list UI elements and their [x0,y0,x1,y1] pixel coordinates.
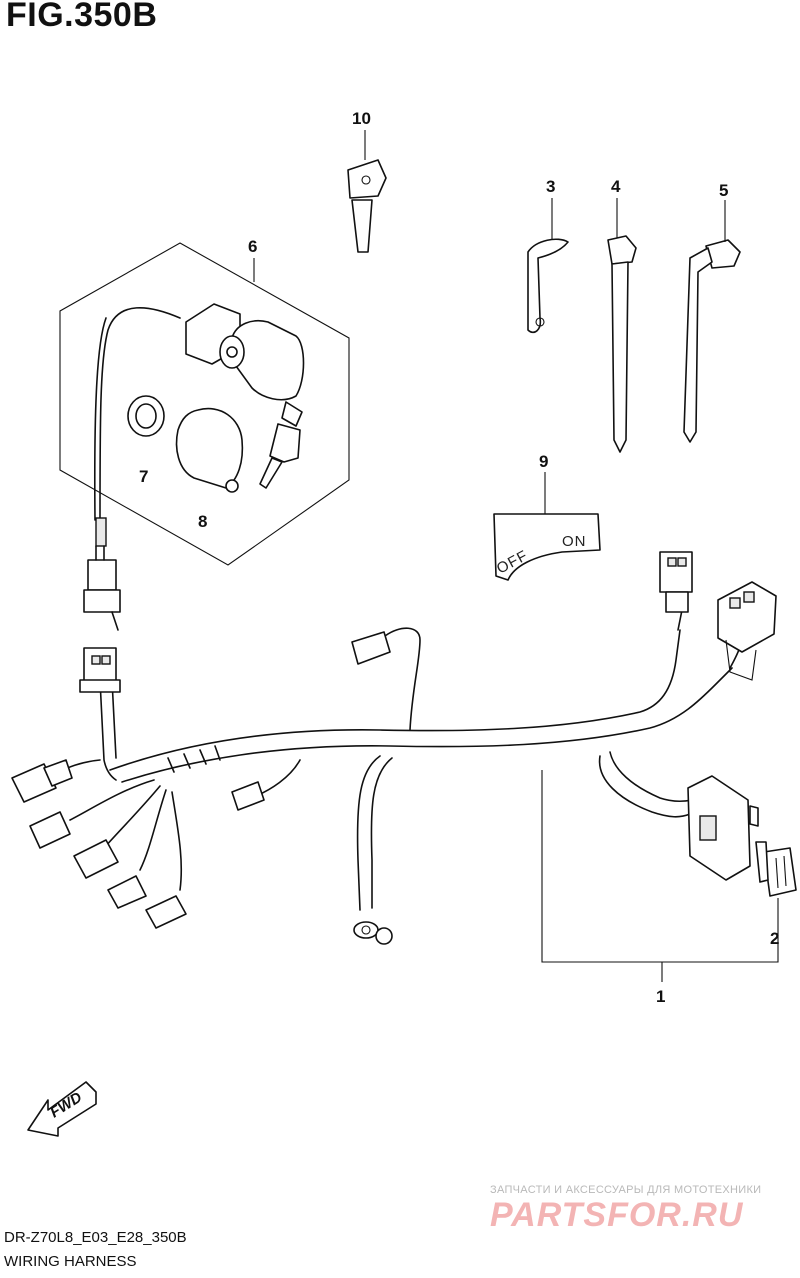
figure-model-code: DR-Z70L8_E03_E28_350B [4,1229,187,1246]
wiring-harness-part [11,551,777,945]
watermark-tagline: ЗАПЧАСТИ И АКСЕССУАРЫ ДЛЯ МОТОТЕХНИКИ [490,1184,762,1196]
switch-connector [83,517,121,631]
callout-7: 7 [139,467,148,486]
cable-tie-part [607,235,637,453]
callout-6: 6 [248,237,257,256]
clamp-part [527,238,569,334]
callout-2: 2 [770,929,779,948]
leader-lines [253,130,779,982]
fwd-arrow-icon: FWD [27,1081,97,1137]
figure-title: FIG.350B [6,0,158,34]
callout-9: 9 [539,452,548,471]
callout-5: 5 [719,181,728,200]
switch-plate-part: OFF ON [493,513,601,581]
callout-1: 1 [656,987,665,1006]
figure-name: WIRING HARNESS [4,1253,137,1270]
callout-3: 3 [546,177,555,196]
callout-8: 8 [198,512,207,531]
on-label: ON [562,533,587,550]
fuse-part [755,841,797,897]
watermark-brand: PARTSFOR.RU [490,1196,744,1234]
callout-4: 4 [611,177,621,196]
key-part [347,159,387,253]
callout-10: 10 [352,109,371,128]
ignition-switch-assembly [59,242,350,566]
cable-tie-long-part [683,239,741,443]
